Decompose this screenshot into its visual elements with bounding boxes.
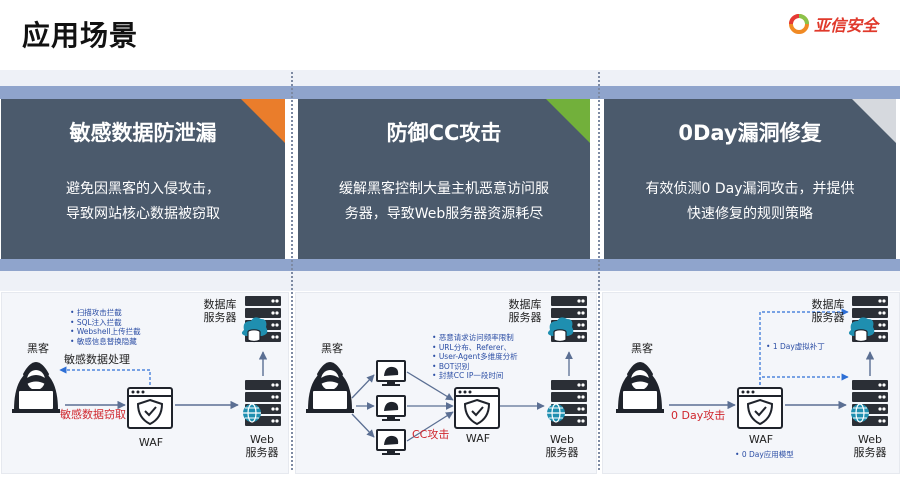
hacker-label: 黑客 [27, 342, 49, 355]
top-band [0, 70, 900, 86]
panel-0day-fix: 0Day漏洞修复 有效侦测0 Day漏洞攻击，并提供 快速修复的规则策略 [604, 99, 896, 259]
panel-heading: 防御CC攻击 [386, 121, 502, 145]
grey-corner-icon [852, 99, 896, 143]
feature-item: SQL注入拦截 [70, 318, 141, 328]
column-divider [598, 72, 600, 470]
bot-monitor-icon [376, 395, 406, 422]
hacker-icon [11, 361, 61, 414]
panel-heading: 0Day漏洞修复 [678, 121, 822, 145]
feature-item: 敏感信息替换隐藏 [70, 337, 141, 347]
feature-item: BOT识别 [432, 362, 518, 372]
logo-ring-icon [788, 14, 809, 34]
feature-item: 恶意请求访问频率限制 [432, 333, 518, 343]
hacker-label: 黑客 [321, 342, 343, 355]
panel-desc-line: 有效侦测0 Day漏洞攻击，并提供 [645, 181, 855, 197]
logo-text: 亚信安全 [813, 16, 878, 35]
process-label: 敏感数据处理 [64, 353, 130, 366]
attack-label: CC攻击 [412, 428, 450, 441]
attack-label: 0 Day攻击 [671, 409, 726, 422]
globe-icon [546, 403, 566, 423]
panel-data-leak: 敏感数据防泄漏 避免因黑客的入侵攻击， 导致网站核心数据被窃取 [1, 99, 285, 259]
waf-label: WAF [465, 432, 491, 445]
db-server-label: 数据库服务器 [508, 298, 542, 324]
feature-item: User-Agent多维度分析 [432, 352, 518, 362]
panel-desc-line: 缓解黑客控制大量主机恶意访问服 [339, 181, 549, 197]
bottom-stripe [0, 259, 900, 271]
globe-icon [850, 403, 870, 423]
panel-desc: 避免因黑客的入侵攻击， 导致网站核心数据被窃取 [29, 177, 257, 227]
feature-list: 扫描攻击拦截SQL注入拦截Webshell上传拦截敏感信息替换隐藏 [70, 308, 141, 346]
feature-item: Webshell上传拦截 [70, 327, 141, 337]
orange-corner-icon [241, 99, 285, 143]
page-title: 应用场景 [22, 19, 139, 52]
panel-desc: 缓解黑客控制大量主机恶意访问服 务器，导致Web服务器资源耗尽 [326, 177, 562, 227]
top-stripe [0, 86, 900, 99]
feature-item: 封禁CC IP一段时间 [432, 371, 518, 381]
globe-icon [242, 403, 262, 423]
panel-desc-line: 避免因黑客的入侵攻击， [66, 181, 220, 197]
feature-item: 扫描攻击拦截 [70, 308, 141, 318]
db-server-label: 数据库服务器 [811, 298, 845, 324]
db-server-label: 数据库服务器 [203, 298, 237, 324]
model-list: 0 Day应用模型 [735, 450, 794, 460]
column-divider [291, 72, 293, 470]
panel-desc: 有效侦测0 Day漏洞攻击，并提供 快速修复的规则策略 [632, 177, 868, 227]
waf-shield-icon [454, 387, 500, 429]
patch-list: 1 Day虚拟补丁 [766, 342, 825, 352]
patch-label: 1 Day虚拟补丁 [766, 342, 825, 352]
panel-desc-line: 务器，导致Web服务器资源耗尽 [344, 206, 544, 222]
model-label: 0 Day应用模型 [735, 450, 794, 460]
attack-label: 敏感数据窃取 [60, 408, 126, 421]
hacker-icon [305, 361, 355, 414]
panel-heading: 敏感数据防泄漏 [69, 121, 217, 145]
feature-list: 恶意请求访问频率限制URL分布、Referer、User-Agent多维度分析B… [432, 333, 518, 381]
waf-label: WAF [748, 433, 774, 446]
bot-monitor-icon [376, 360, 406, 387]
panel-desc-line: 导致网站核心数据被窃取 [66, 206, 220, 222]
waf-label: WAF [138, 436, 164, 449]
panel-desc-line: 快速修复的规则策略 [687, 206, 813, 222]
panel-cc-defense: 防御CC攻击 缓解黑客控制大量主机恶意访问服 务器，导致Web服务器资源耗尽 [298, 99, 590, 259]
bottom-band [0, 271, 900, 291]
waf-shield-icon [737, 387, 783, 429]
green-corner-icon [546, 99, 590, 143]
bot-monitor-icon [376, 429, 406, 456]
brand-logo: 亚信安全 [788, 12, 878, 36]
hacker-icon [615, 361, 665, 414]
feature-item: URL分布、Referer、 [432, 343, 518, 353]
hacker-label: 黑客 [631, 342, 653, 355]
